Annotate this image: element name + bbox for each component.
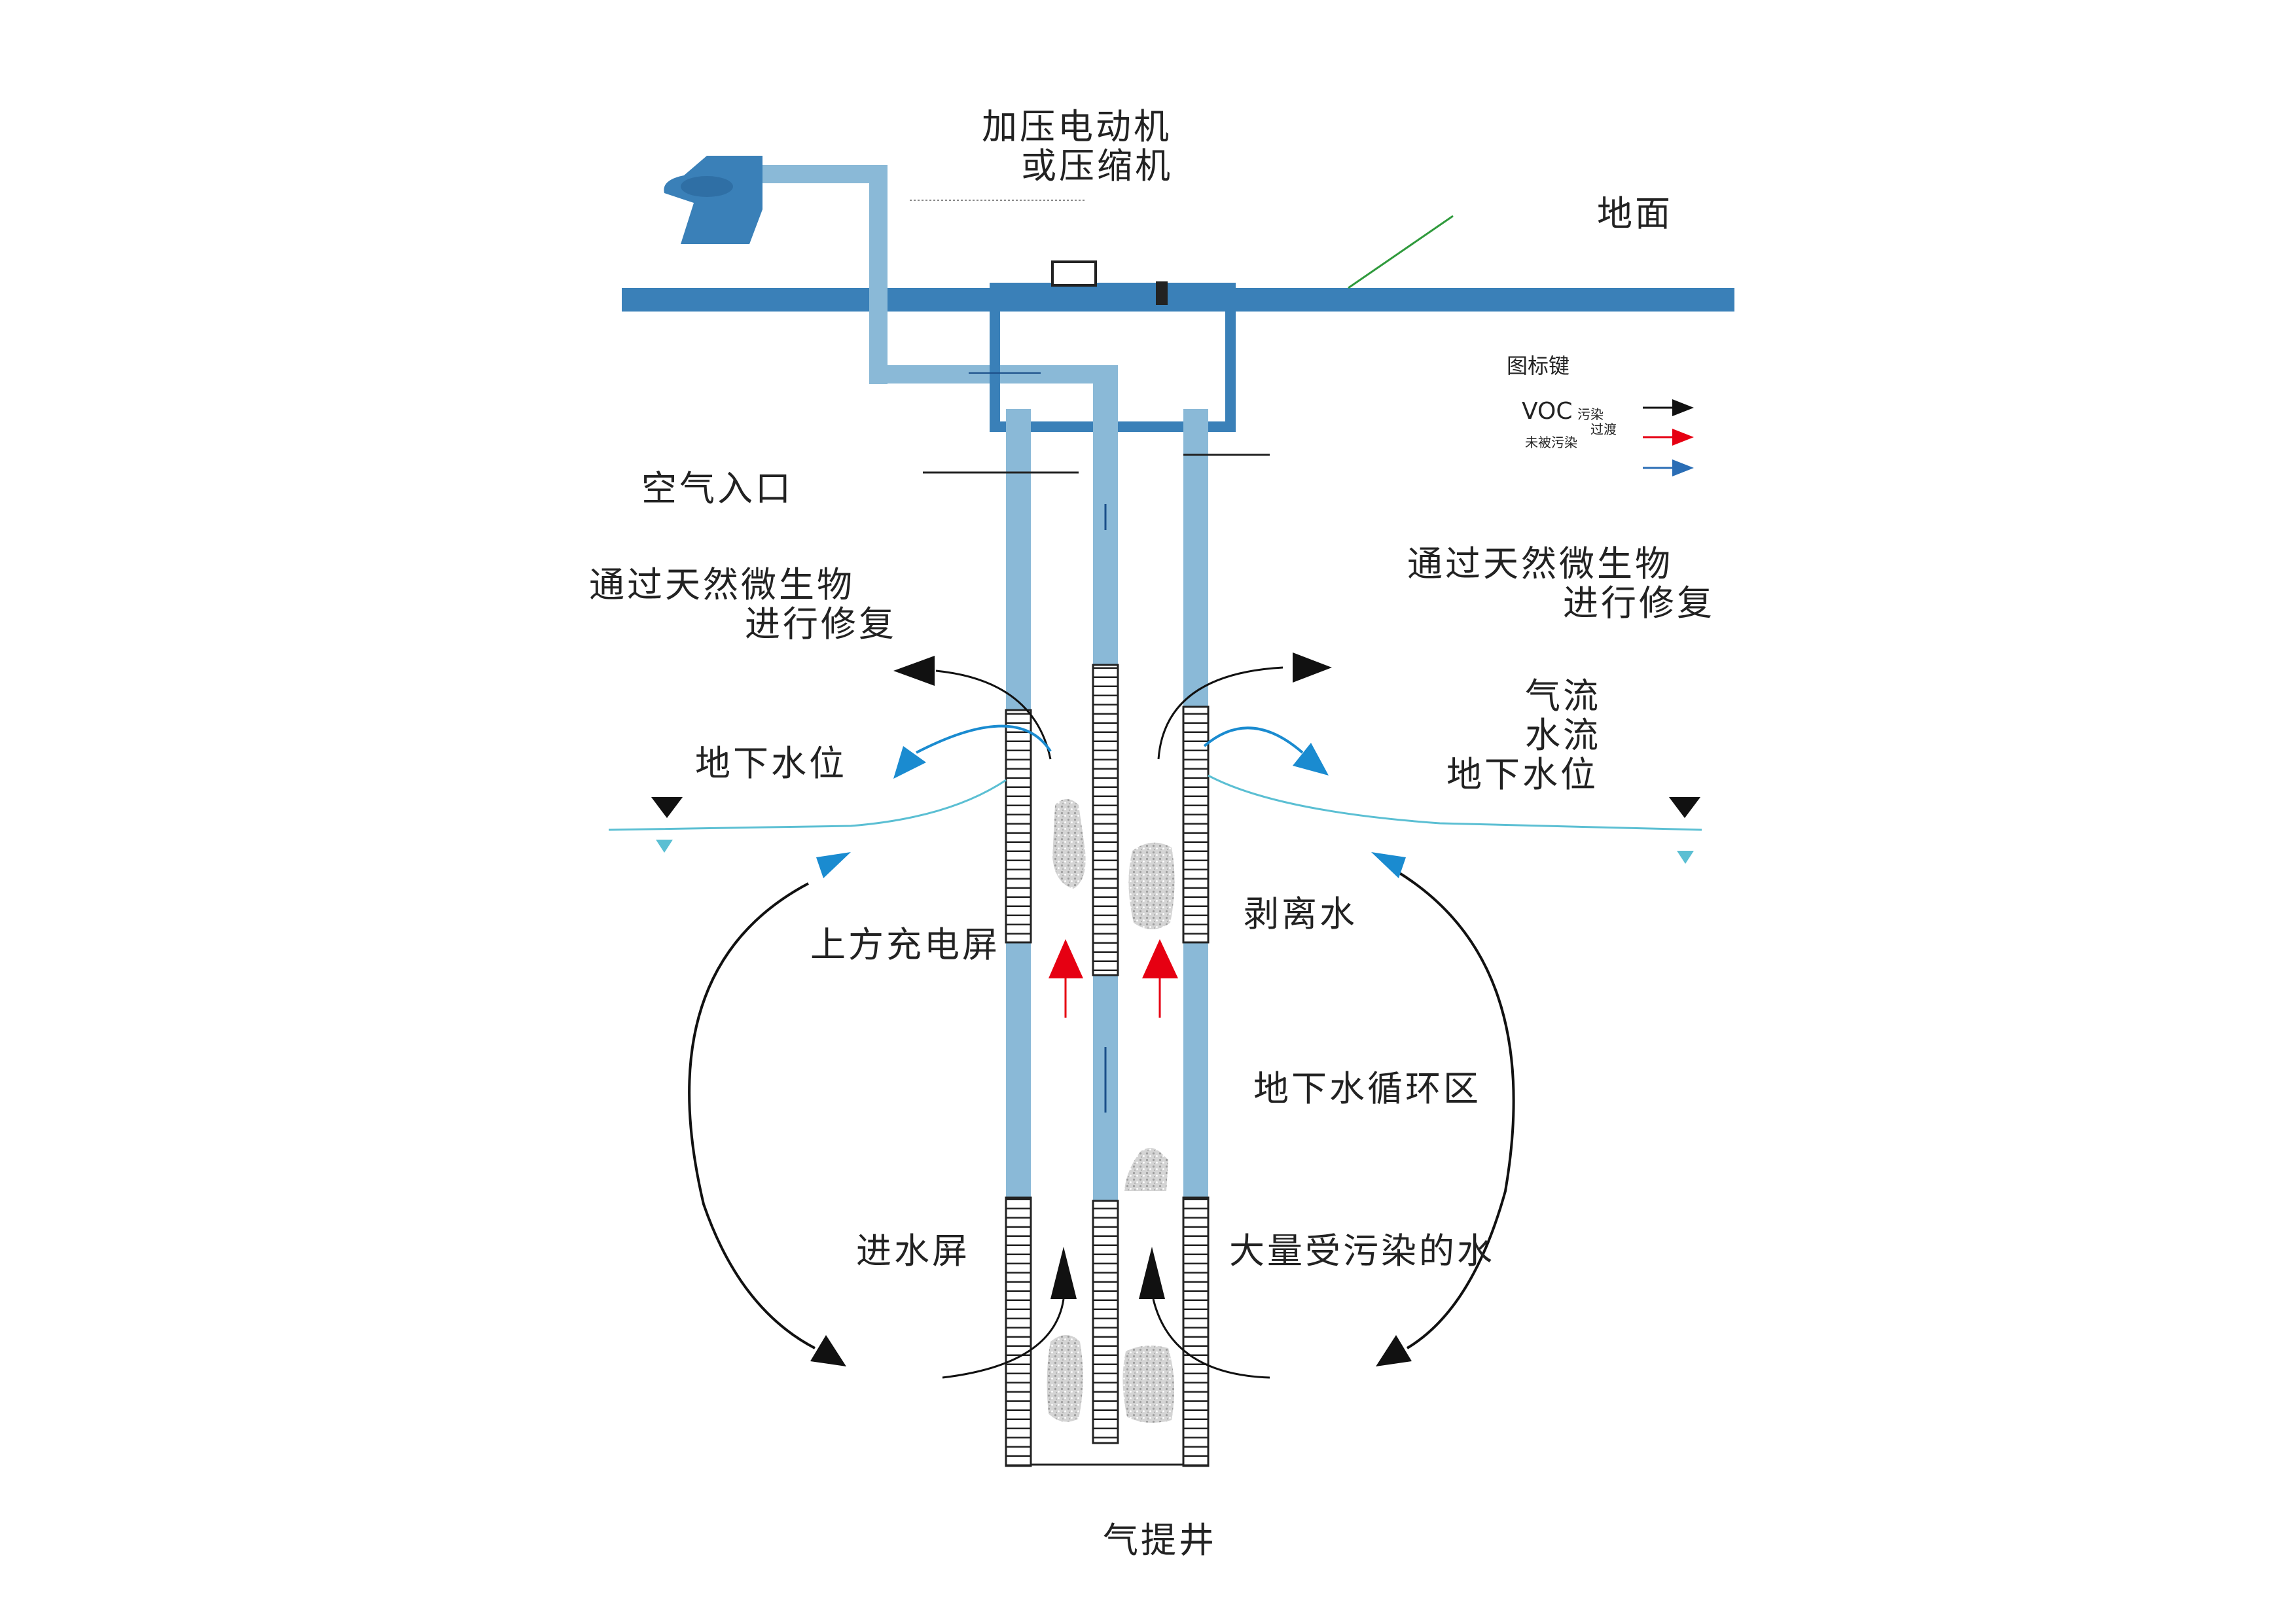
red-up-arrows-icon	[1049, 939, 1178, 1018]
inlet-screen-right	[1182, 1196, 1210, 1467]
circulation-arc-left	[688, 852, 851, 1366]
outer-casing-left	[1006, 409, 1031, 710]
black-out-arrows-icon	[893, 652, 1332, 760]
compressor-label-line2: 或压缩机	[1021, 145, 1173, 187]
water-table-right-label: 地下水位	[1446, 754, 1598, 795]
legend-voc: VOC	[1522, 398, 1572, 425]
outer-casing-left-lower	[1006, 942, 1031, 1198]
flow-air-label: 气流	[1525, 675, 1601, 717]
legend-title: 图标键	[1507, 353, 1570, 378]
black-up-arrows-icon	[942, 1247, 1270, 1379]
compressor-icon	[664, 156, 762, 244]
wellhead-marker	[1156, 281, 1168, 305]
legend-uncontaminated: 未被污染	[1525, 435, 1577, 450]
water-table-left-label: 地下水位	[695, 743, 847, 784]
water-table-right	[1208, 774, 1702, 831]
circulation-zone-label: 地下水循环区	[1253, 1068, 1481, 1109]
flow-water-label: 水流	[1525, 715, 1601, 756]
air-inlet-label: 空气入口	[641, 468, 793, 509]
legend: 图标键 VOC 污染 过渡 未被污染	[1507, 353, 1694, 476]
compressor-label-line1: 加压电动机	[982, 106, 1172, 147]
legend-transition: 过渡	[1590, 421, 1617, 437]
inlet-screen-center	[1092, 1200, 1119, 1444]
outer-casing-right-lower	[1183, 942, 1208, 1198]
legend-red-arrow-icon	[1643, 429, 1694, 446]
outer-casing-right	[1183, 409, 1208, 707]
upper-screen-center	[1092, 664, 1119, 976]
legend-black-arrow-icon	[1643, 399, 1694, 416]
inlet-screen-label: 进水屏	[856, 1230, 970, 1272]
inlet-screen-left	[1005, 1196, 1032, 1467]
water-table-right-icon	[1669, 797, 1700, 864]
legend-voc-sub: 污染	[1577, 406, 1604, 422]
upper-screen-label: 上方充电屏	[810, 924, 1000, 965]
legend-blue-arrow-icon	[1643, 459, 1694, 476]
contaminated-water-label: 大量受污染的水	[1229, 1230, 1495, 1272]
bio-right-label-line1: 通过天然微生物	[1407, 543, 1673, 584]
wellhead-cap	[1051, 260, 1097, 287]
air-bubbles	[1047, 799, 1175, 1423]
bio-left-label-line1: 通过天然微生物	[589, 564, 855, 605]
stripped-water-label: 剥离水	[1244, 893, 1357, 935]
water-table-left	[608, 779, 1007, 831]
well-label: 气提井	[1103, 1520, 1217, 1561]
ground-label: 地面	[1597, 193, 1673, 234]
ground-pointer-line	[1348, 215, 1454, 289]
bio-right-label-line2: 进行修复	[1563, 582, 1715, 624]
upper-screen-right	[1182, 705, 1210, 944]
blue-out-arrows-icon	[893, 724, 1329, 779]
water-table-left-icon	[651, 797, 683, 853]
bio-left-label-line2: 进行修复	[745, 603, 897, 645]
circulation-arc-right	[1371, 852, 1515, 1366]
upper-screen-left	[1005, 709, 1032, 944]
